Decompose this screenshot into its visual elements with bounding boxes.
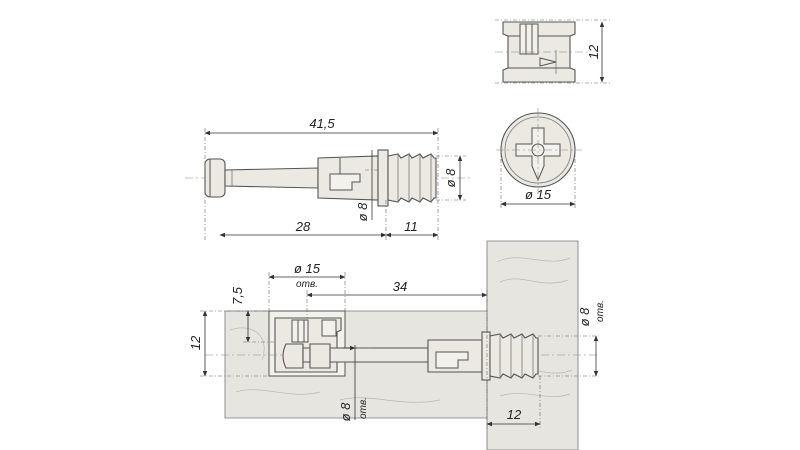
cam-diameter-label: ø 15 bbox=[525, 187, 552, 202]
bottom-hole-diameter-label: ø 8 bbox=[338, 402, 353, 422]
edge-hole-note: отв. bbox=[595, 300, 606, 322]
hole-cam-note: отв. bbox=[296, 279, 318, 290]
dowel-length-label: 11 bbox=[404, 219, 418, 234]
cam-side-view: 12 bbox=[495, 19, 612, 84]
bolt-assembly: 41,5 28 11 ø 8 ø 8 bbox=[185, 116, 470, 240]
cam-top-view: ø 15 bbox=[496, 108, 582, 210]
cam-offset-label: 7,5 bbox=[230, 286, 245, 305]
bolt-length-label: 41,5 bbox=[309, 116, 335, 131]
installation-view: ø 15 отв. 34 7,5 12 ø 8 отв. ø 8 отв. 12 bbox=[188, 240, 606, 450]
edge-hole-diameter-label: ø 8 bbox=[577, 307, 592, 327]
dowel-depth-label: 12 bbox=[507, 407, 522, 422]
hole-cam-diameter-label: ø 15 bbox=[294, 261, 321, 276]
panel-height-label: 12 bbox=[188, 335, 203, 350]
dowel-diameter-label: ø 8 bbox=[443, 168, 458, 188]
hole-distance-label: 34 bbox=[393, 279, 407, 294]
shank-diameter-label: ø 8 bbox=[355, 202, 370, 222]
bolt-shank-label: 28 bbox=[295, 219, 311, 234]
bottom-hole-note: отв. bbox=[358, 397, 369, 419]
cam-height-label: 12 bbox=[586, 44, 601, 59]
